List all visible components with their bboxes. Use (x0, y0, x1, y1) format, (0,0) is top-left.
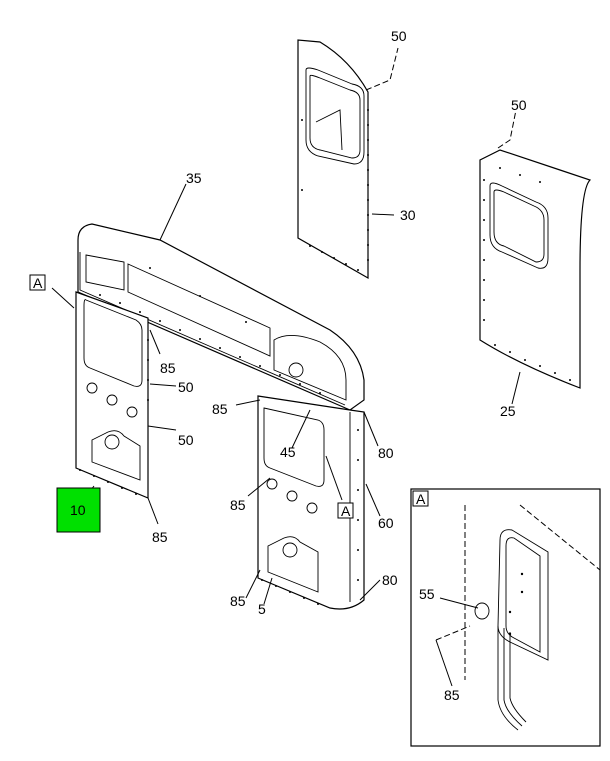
callout-label-45: 45 (280, 444, 296, 460)
callout-label-85-e: 85 (230, 593, 246, 609)
header-35-rivets (99, 267, 321, 394)
callout-label-30: 30 (400, 207, 416, 223)
panel-10-rivets (79, 339, 149, 495)
detail-callout-label-55: 55 (419, 586, 435, 602)
panel-5 (257, 395, 365, 610)
callout-label-a-1: A (33, 275, 43, 291)
callout-label-50-d: 50 (178, 432, 194, 448)
callout-label-35: 35 (186, 170, 202, 186)
panel-10 (75, 291, 149, 499)
panel-30 (297, 39, 369, 280)
callout-label-25: 25 (500, 403, 516, 419)
callout-label-50-b: 50 (511, 97, 527, 113)
callout-label-85-a: 85 (160, 360, 176, 376)
callout-box-a2 (337, 502, 354, 519)
callout-label-50-c: 50 (178, 379, 194, 395)
callout-label-85-d: 85 (230, 497, 246, 513)
panel-5-rivets (261, 429, 359, 605)
detail-callout-label-85: 85 (444, 687, 460, 703)
callout-label-50-a: 50 (391, 28, 407, 44)
callout-label-10: 10 (70, 502, 86, 518)
callout-label-60: 60 (378, 515, 394, 531)
callout-label-5: 5 (258, 601, 266, 617)
callout-label-80-a: 80 (378, 445, 394, 461)
callout-box-a1 (29, 274, 46, 291)
detail-a-inset (410, 488, 601, 747)
callout-label-a-2: A (341, 503, 351, 519)
header-35 (77, 223, 365, 411)
callout-box-10[interactable] (56, 487, 101, 533)
detail-a-title: A (416, 491, 426, 507)
leader-lines (51, 47, 521, 605)
callout-label-80-b: 80 (382, 572, 398, 588)
panel-25 (479, 149, 592, 389)
panel-25-rivets (483, 167, 571, 381)
callout-label-85-b: 85 (212, 401, 228, 417)
panel-30-rivets (301, 109, 369, 271)
callout-label-85-c: 85 (152, 529, 168, 545)
